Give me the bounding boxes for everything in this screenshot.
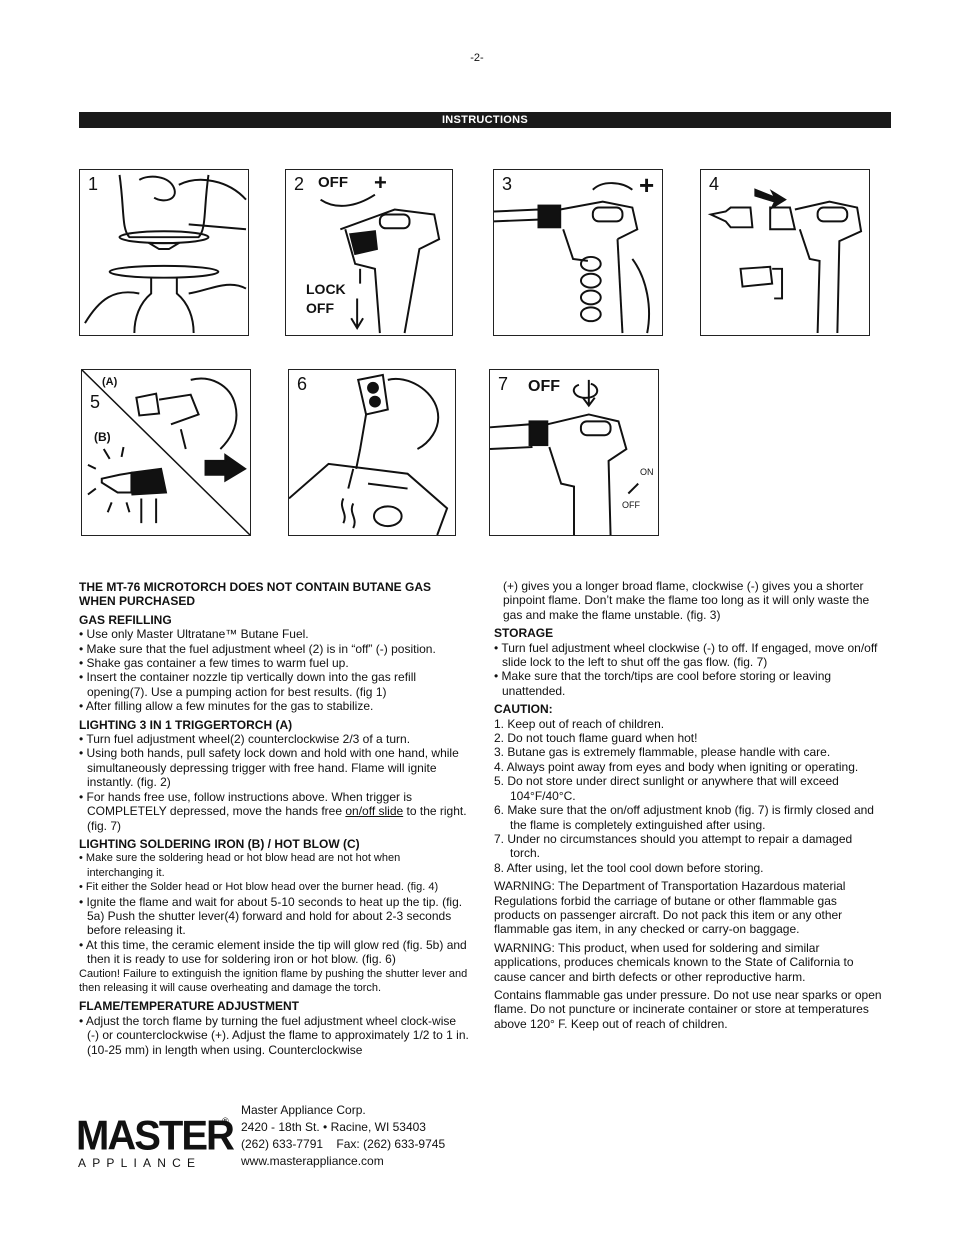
gas-refilling-heading: GAS REFILLING <box>79 612 172 627</box>
storage-heading: STORAGE <box>494 626 554 641</box>
gas-refill-illustration <box>84 174 247 334</box>
soldering-heading: LIGHTING SOLDERING IRON (B) / HOT BLOW (… <box>79 836 360 851</box>
solder-item-4: • At this time, the ceramic element insi… <box>79 937 467 967</box>
soldering-use-illustration <box>289 373 449 535</box>
figure-number: 6 <box>297 374 308 394</box>
on-off-slide-text: on/off slide <box>345 804 404 819</box>
lighting-item-2: • Using both hands, pull safety lock dow… <box>79 746 459 790</box>
intro-heading: THE MT-76 MICROTORCH DOES NOT CONTAIN BU… <box>79 580 432 609</box>
left-column: THE MT-76 MICROTORCH DOES NOT CONTAIN BU… <box>79 580 469 1057</box>
storage-item-1: • Turn fuel adjustment wheel clockwise (… <box>494 640 878 670</box>
pressure-warning: Contains flammable gas under pressure. D… <box>494 987 882 1031</box>
figure-number: 7 <box>498 374 509 394</box>
off-small-label: OFF <box>622 500 640 510</box>
caution-item-1: 1. Keep out of reach of children. <box>494 716 665 731</box>
figure-5: 5 (A) (B) <box>81 369 251 536</box>
plus-label: + <box>639 170 655 200</box>
phone-fax: (262) 633-7791 Fax: (262) 633-9745 <box>241 1137 446 1151</box>
caution-item-7: 7. Under no circumstances should you att… <box>494 831 853 861</box>
master-appliance-logo: MASTER ® APPLIANCE <box>76 1112 235 1170</box>
caution-heading: CAUTION: <box>494 702 553 717</box>
gas-item-2: • Make sure that the fuel adjustment whe… <box>79 641 436 656</box>
website: www.masterappliance.com <box>241 1154 384 1168</box>
figure-number: 2 <box>294 174 305 194</box>
tip-exchange-illustration <box>707 188 863 334</box>
label-a: (A) <box>102 376 118 388</box>
caution-item-4: 4. Always point away from eyes and body … <box>494 759 859 774</box>
figure-2: 2 OFF + LOCK OFF <box>285 169 453 336</box>
caution-item-6: 6. Make sure that the on/off adjustment … <box>494 803 874 832</box>
caution-item-5: 5. Do not store under direct sunlight or… <box>494 774 839 803</box>
figure-number: 3 <box>502 174 513 194</box>
storage-item-2: • Make sure that the torch/tips are cool… <box>494 669 832 698</box>
street-address: 2420 - 18th St. • Racine, WI 53403 <box>241 1120 426 1134</box>
figure-7: 7 OFF ON OFF <box>489 369 659 536</box>
off-label: OFF <box>318 174 348 191</box>
solder-caution: Caution! Failure to extinguish the ignit… <box>79 967 468 994</box>
figure-number: 1 <box>88 174 99 194</box>
logo-word: MASTER <box>76 1112 235 1160</box>
on-label: ON <box>640 467 654 477</box>
caution-item-8: 8. After using, let the tool cool down b… <box>494 860 764 875</box>
solder-item-2: • Fit either the Solder head or Hot blow… <box>79 881 439 894</box>
label-b: (B) <box>94 430 111 444</box>
off-label: OFF <box>528 378 560 395</box>
warning-dot: WARNING: The Department of Transportatio… <box>494 879 846 937</box>
flame-item: • Adjust the torch flame by turning the … <box>79 1013 469 1057</box>
figure-6: 6 <box>288 369 456 536</box>
section-header: INSTRUCTIONS <box>79 112 891 128</box>
solder-item-3: • Ignite the flame and wait for about 5-… <box>79 894 463 938</box>
lighting-item-1: • Turn fuel adjustment wheel(2) counterc… <box>79 732 411 747</box>
warning-california: WARNING: This product, when used for sol… <box>494 940 854 984</box>
gas-item-3: • Shake gas container a few times to war… <box>79 656 349 671</box>
solder-item-1: • Make sure the soldering head or hot bl… <box>79 852 401 879</box>
lighting-item-3: • For hands free use, follow instruction… <box>79 789 467 833</box>
figure-4: 4 <box>700 169 870 336</box>
company-name: Master Appliance Corp. <box>241 1103 366 1117</box>
flame-adjust-illustration <box>494 182 650 334</box>
page-number: -2- <box>470 52 484 64</box>
torch-off-illustration <box>490 379 639 535</box>
caution-item-3: 3. Butane gas is extremely flammable, pl… <box>494 745 831 760</box>
figure-number: 4 <box>709 174 720 194</box>
right-column: (+) gives you a longer broad flame, cloc… <box>494 579 884 1031</box>
company-address: Master Appliance Corp. 2420 - 18th St. •… <box>241 1102 445 1170</box>
torch-lock-illustration <box>320 193 441 334</box>
logo-sub: APPLIANCE <box>78 1156 202 1170</box>
registered-mark: ® <box>222 1116 229 1126</box>
figure-3: 3 + <box>493 169 663 336</box>
figure-number: 5 <box>90 392 101 412</box>
plus-label: + <box>374 170 387 195</box>
flame-heading: FLAME/TEMPERATURE ADJUSTMENT <box>79 999 299 1014</box>
lock-off-label: OFF <box>306 300 334 316</box>
gas-item-1: • Use only Master Ultratane™ Butane Fuel… <box>79 627 309 642</box>
caution-item-2: 2. Do not touch flame guard when hot! <box>494 731 698 746</box>
lighting-heading: LIGHTING 3 IN 1 TRIGGERTORCH (A) <box>79 717 293 732</box>
soldering-tip-illustration <box>82 370 250 535</box>
gas-item-4: • Insert the container nozzle tip vertic… <box>79 670 417 699</box>
gas-item-5: • After filling allow a few minutes for … <box>79 699 374 714</box>
figure-1: 1 <box>79 169 249 336</box>
lock-label: LOCK <box>306 281 346 297</box>
flame-continued: (+) gives you a longer broad flame, cloc… <box>503 579 870 622</box>
